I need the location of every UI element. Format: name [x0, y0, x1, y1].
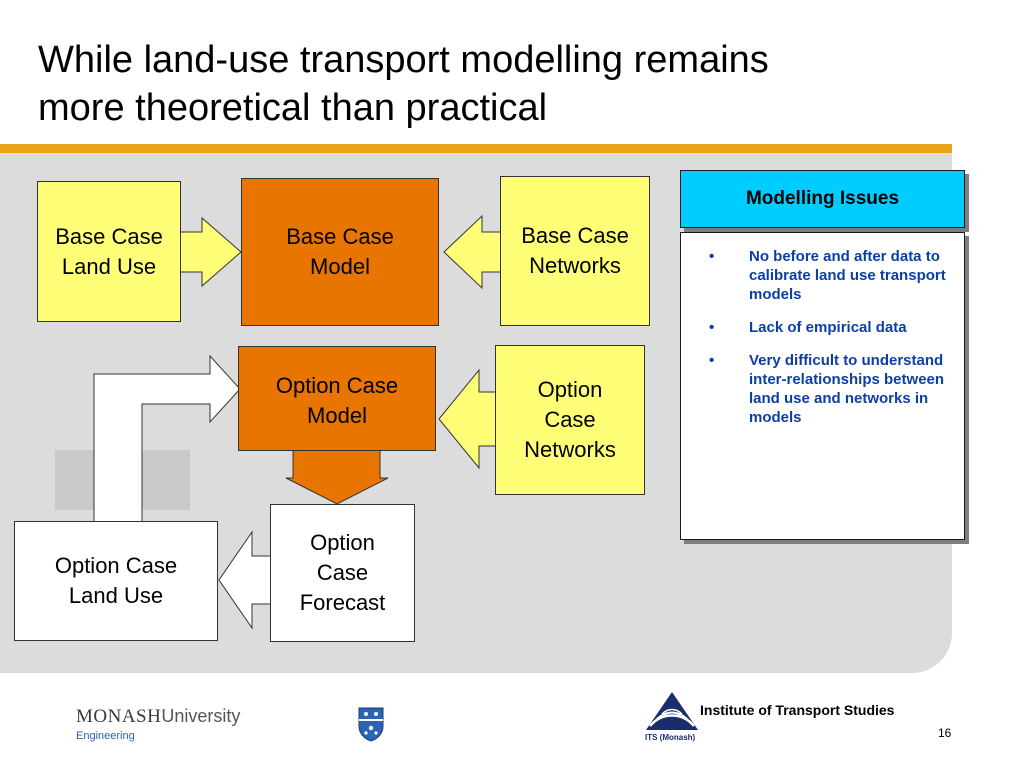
arrow-forecast-to-land-use — [218, 530, 272, 630]
monash-crest-icon — [358, 707, 384, 742]
slide-title: While land-use transport modelling remai… — [38, 36, 978, 132]
monash-university-word: University — [161, 706, 241, 726]
modelling-issues-header: Modelling Issues — [680, 170, 965, 228]
its-monash-logo-icon — [646, 692, 698, 730]
arrow-base-networks-to-model — [443, 214, 502, 290]
arrow-option-model-to-forecast — [285, 449, 389, 505]
arrow-land-use-to-option-model — [93, 354, 241, 523]
option-case-land-use-box: Option Case Land Use — [14, 521, 218, 641]
base-case-networks-box: Base Case Networks — [500, 176, 650, 326]
monash-university-logo: MONASHUniversity Engineering — [76, 706, 240, 742]
issue-item: •Very difficult to understand inter-rela… — [709, 352, 945, 426]
institute-name: Institute of Transport Studies — [700, 702, 895, 718]
title-line-2: more theoretical than practical — [38, 87, 548, 129]
title-line-1: While land-use transport modelling remai… — [38, 39, 769, 81]
monash-faculty: Engineering — [76, 730, 135, 742]
option-case-networks-box: Option Case Networks — [495, 345, 645, 495]
arrow-base-land-use-to-model — [179, 216, 242, 288]
option-case-forecast-box: Option Case Forecast — [270, 504, 415, 642]
monash-wordmark: MONASH — [76, 706, 162, 727]
issue-item: •No before and after data to calibrate l… — [709, 248, 946, 303]
option-case-model-box: Option Case Model — [238, 346, 436, 451]
modelling-issues-panel: •No before and after data to calibrate l… — [680, 232, 965, 540]
base-case-land-use-box: Base Case Land Use — [37, 181, 181, 322]
arrow-option-networks-to-model — [438, 368, 497, 470]
its-logo-caption: ITS (Monash) — [645, 733, 696, 742]
base-case-model-box: Base Case Model — [241, 178, 439, 326]
modelling-issues-list: •No before and after data to calibrate l… — [695, 247, 957, 441]
title-divider — [0, 144, 952, 153]
page-number: 16 — [938, 726, 952, 740]
issue-item: •Lack of empirical data — [709, 319, 907, 336]
